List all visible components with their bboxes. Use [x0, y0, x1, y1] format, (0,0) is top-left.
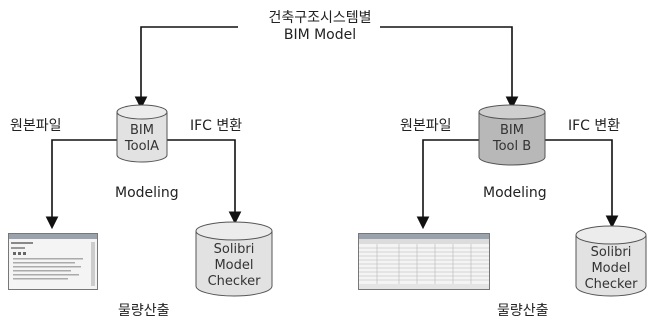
bim-tool-b-label: BIM Tool B	[478, 123, 546, 155]
bim-tool-a-label: BIM ToolA	[116, 123, 168, 155]
checker-right-line1: Solibri	[575, 245, 647, 261]
quantity-label-left: 물량산출	[118, 303, 170, 320]
checker-right-line3: Checker	[575, 277, 647, 293]
arrow-to-quantity-left	[52, 140, 118, 226]
solibri-checker-right-label: Solibri Model Checker	[575, 245, 647, 293]
checker-left-line3: Checker	[195, 274, 273, 290]
arrow-to-tool-b	[380, 27, 512, 106]
arrow-to-checker-left	[166, 140, 235, 221]
modeling-label-right: Modeling	[483, 185, 547, 202]
screenshot-content-right	[359, 234, 489, 289]
top-label-line1: 건축구조시스템별	[250, 10, 390, 27]
top-label-line2: BIM Model	[250, 27, 390, 44]
arrow-to-checker-right	[545, 140, 612, 225]
ifc-convert-label-right: IFC 변환	[568, 118, 620, 135]
source-file-label-left: 원본파일	[10, 118, 62, 135]
checker-right-line2: Model	[575, 261, 647, 277]
checker-left-line1: Solibri	[195, 242, 273, 258]
bim-tool-b-line2: Tool B	[478, 139, 546, 155]
bim-tool-a-line2: ToolA	[116, 139, 168, 155]
ifc-convert-label-left: IFC 변환	[190, 118, 242, 135]
modeling-label-left: Modeling	[115, 185, 179, 202]
source-file-label-right: 원본파일	[400, 118, 452, 135]
quantity-screenshot-right	[358, 233, 490, 290]
quantity-label-right: 물량산출	[497, 303, 549, 320]
top-label: 건축구조시스템별 BIM Model	[250, 10, 390, 44]
bim-tool-a-line1: BIM	[116, 123, 168, 139]
screenshot-content-left	[9, 234, 97, 289]
arrow-to-quantity-right	[423, 140, 480, 226]
bim-tool-b-line1: BIM	[478, 123, 546, 139]
solibri-checker-left-label: Solibri Model Checker	[195, 242, 273, 290]
arrow-to-tool-a	[141, 27, 238, 106]
quantity-screenshot-left	[8, 233, 98, 290]
checker-left-line2: Model	[195, 258, 273, 274]
